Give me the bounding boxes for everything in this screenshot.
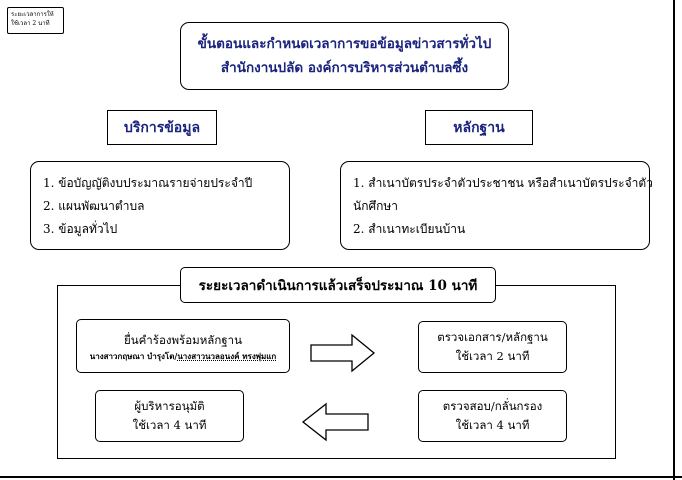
service-list: 1. ข้อบัญญัติงบประมาณรายจ่ายประจำปี 2. แ… <box>30 161 290 250</box>
service-item: 3. ข้อมูลทั่วไป <box>43 222 118 236</box>
stamp-line-1: ระยะเวลาการให้ <box>11 11 54 18</box>
officer-prefix: นางสาวกฤษณา บำรุงโต/ <box>89 350 178 361</box>
service-heading-box: บริการข้อมูล <box>107 110 217 145</box>
title-line-2: สำนักงานปลัด องค์การบริหารส่วนตำบลซึ้ง <box>220 60 469 76</box>
service-item: 2. แผนพัฒนาตำบล <box>43 199 145 213</box>
evidence-item: 2. สำเนาทะเบียนบ้าน <box>353 222 466 236</box>
evidence-item: 1. สำเนาบัตรประจำตัวประชาชน หรือสำเนาบัต… <box>353 176 653 190</box>
evidence-item: นักศึกษา <box>353 199 398 213</box>
stamp-line-2: ใช้เวลา 2 นาที <box>11 20 50 27</box>
step-review-time: ใช้เวลา 4 นาที <box>455 418 530 432</box>
step-check-documents: ตรวจเอกสาร/หลักฐาน ใช้เวลา 2 นาที <box>418 321 567 373</box>
time-stamp-box: ระยะเวลาการให้ ใช้เวลา 2 นาที <box>7 7 64 34</box>
page-frame-right <box>673 0 675 480</box>
evidence-heading-box: หลักฐาน <box>425 110 533 145</box>
service-heading: บริการข้อมูล <box>123 119 201 136</box>
step-approval-time: ใช้เวลา 4 นาที <box>132 418 207 432</box>
page-frame-bottom <box>0 476 682 478</box>
step-submit-officers: นางสาวกฤษณา บำรุงโต/นางสาวนวลอนงค์ ทรงพุ… <box>90 350 277 362</box>
right-arrow-icon <box>310 333 376 373</box>
duration-text: ระยะเวลาดำเนินการแล้วเสร็จประมาณ 10 นาที <box>198 278 478 294</box>
officer-name: นางสาวนวลอนงค์ ทรงพุ่มแก <box>177 350 277 361</box>
left-arrow-icon <box>301 402 369 442</box>
step-submit-request: ยื่นคำร้องพร้อมหลักฐาน นางสาวกฤษณา บำรุง… <box>76 319 290 373</box>
title-line-1: ขั้นตอนและกำหนดเวลาการขอข้อมูลข่าวสารทั่… <box>197 36 492 52</box>
evidence-list: 1. สำเนาบัตรประจำตัวประชาชน หรือสำเนาบัต… <box>340 161 653 250</box>
step-submit-label: ยื่นคำร้องพร้อมหลักฐาน <box>124 332 242 347</box>
diagram-title: ขั้นตอนและกำหนดเวลาการขอข้อมูลข่าวสารทั่… <box>180 22 509 90</box>
step-review-label: ตรวจสอบ/กลั่นกรอง <box>442 399 543 413</box>
duration-box: ระยะเวลาดำเนินการแล้วเสร็จประมาณ 10 นาที <box>180 267 496 303</box>
service-item: 1. ข้อบัญญัติงบประมาณรายจ่ายประจำปี <box>43 176 253 190</box>
step-approval-label: ผู้บริหารอนุมัติ <box>134 399 205 413</box>
step-review: ตรวจสอบ/กลั่นกรอง ใช้เวลา 4 นาที <box>418 390 567 442</box>
step-check-documents-time: ใช้เวลา 2 นาที <box>455 349 530 363</box>
step-approval: ผู้บริหารอนุมัติ ใช้เวลา 4 นาที <box>95 390 244 442</box>
evidence-heading: หลักฐาน <box>453 119 505 136</box>
step-check-documents-label: ตรวจเอกสาร/หลักฐาน <box>437 330 548 344</box>
